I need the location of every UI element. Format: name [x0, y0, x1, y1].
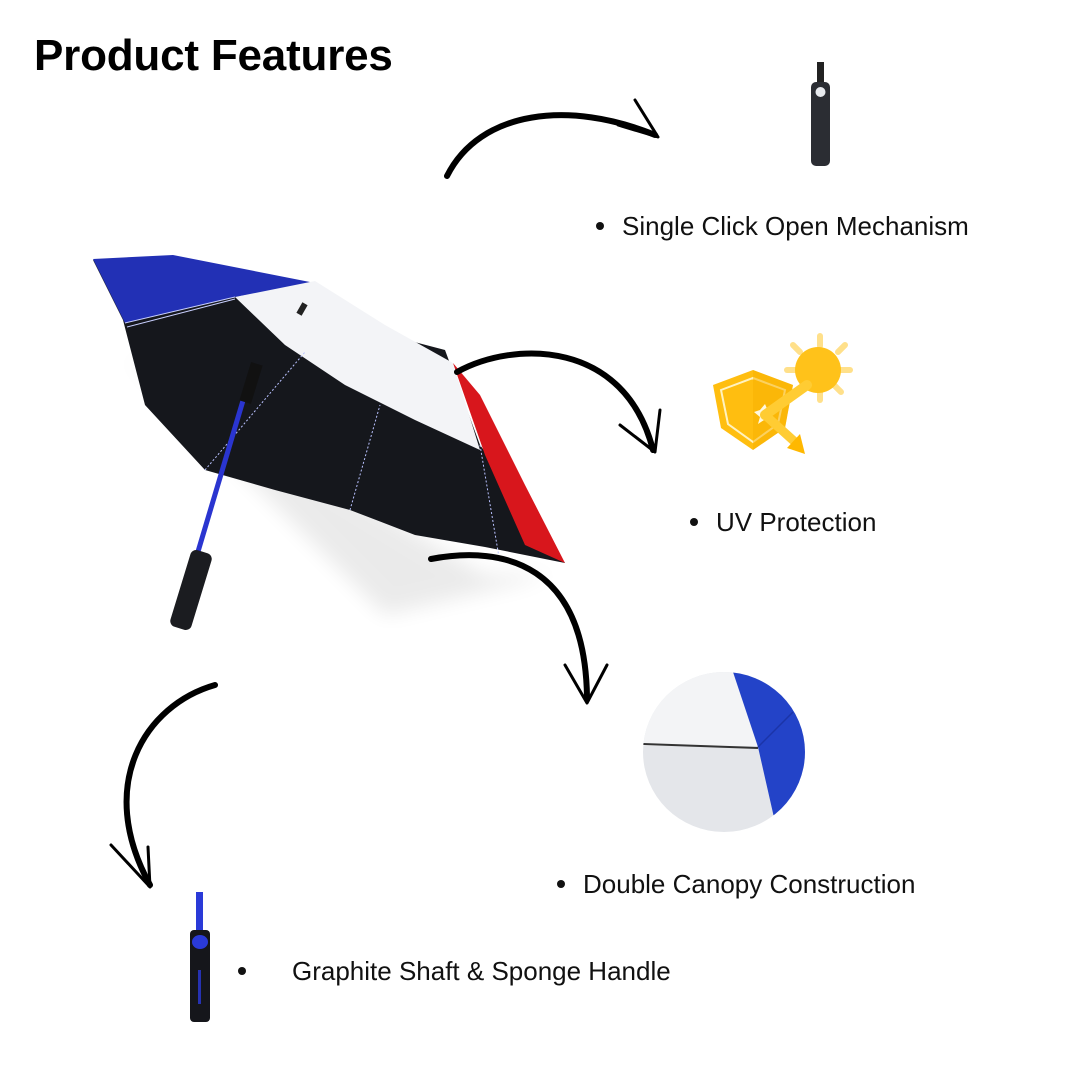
bullet-icon — [557, 880, 565, 888]
bullet-icon — [596, 222, 604, 230]
bullet-icon — [690, 518, 698, 526]
uv-shield-sun-icon — [705, 330, 860, 455]
feature-item-uv-protection: UV Protection — [690, 509, 876, 535]
arrow-to-graphite-shaft — [105, 675, 225, 895]
feature-label: UV Protection — [716, 507, 877, 537]
feature-label: Single Click Open Mechanism — [622, 211, 969, 241]
umbrella-icon — [93, 255, 565, 630]
feature-label: Double Canopy Construction — [583, 869, 916, 899]
page-title: Product Features — [34, 31, 393, 80]
feature-item-graphite-shaft: Graphite Shaft & Sponge Handle — [238, 958, 671, 984]
feature-item-double-canopy: Double Canopy Construction — [557, 871, 915, 897]
umbrella-image — [85, 245, 575, 655]
shaft-handle-icon — [188, 890, 212, 1025]
arrow-to-uv-protection — [445, 340, 665, 460]
handle-button-icon — [800, 60, 840, 170]
arrow-to-double-canopy — [425, 545, 625, 705]
feature-item-open-mechanism: Single Click Open Mechanism — [596, 213, 969, 239]
canopy-closeup-icon — [643, 672, 805, 832]
arrow-to-open-mechanism — [440, 90, 670, 190]
bullet-icon — [238, 967, 246, 975]
feature-label: Graphite Shaft & Sponge Handle — [292, 956, 671, 986]
